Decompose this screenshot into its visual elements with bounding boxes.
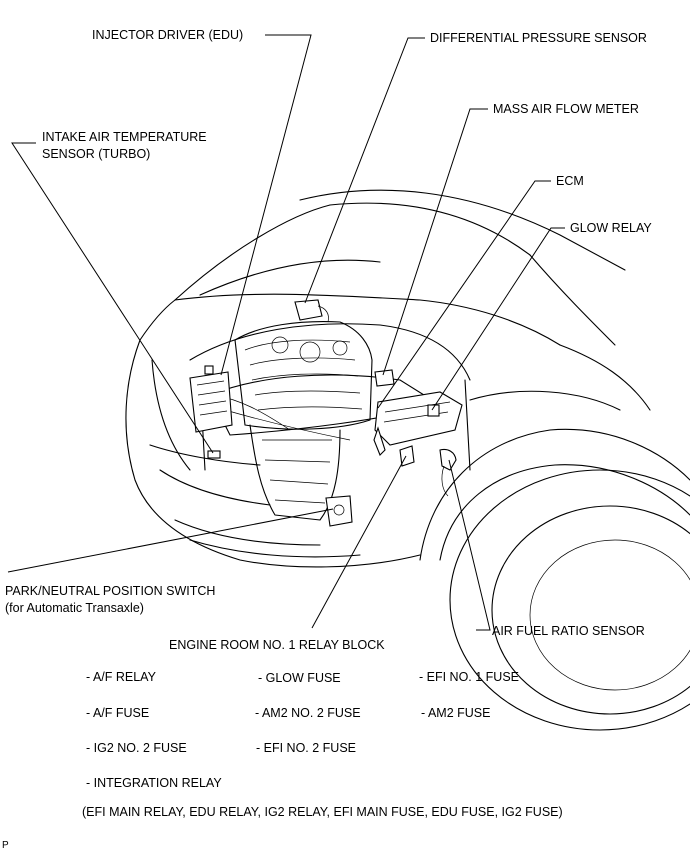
leader-intake-air-temp — [11, 142, 214, 454]
differential-pressure-sensor-component — [294, 299, 329, 323]
relay-item-am2-no2-fuse: - AM2 NO. 2 FUSE — [255, 706, 361, 720]
label-intake-air-temp-line1: INTAKE AIR TEMPERATURE — [42, 130, 207, 144]
relay-item-glow-fuse: - GLOW FUSE — [258, 671, 341, 685]
relay-item-ig2-no2-fuse: - IG2 NO. 2 FUSE — [86, 741, 187, 755]
label-park-neutral-line2: (for Automatic Transaxle) — [5, 601, 144, 615]
relay-item-af-fuse: - A/F FUSE — [86, 706, 150, 720]
leader-injector-driver — [220, 34, 312, 376]
relay-item-af-relay: - A/F RELAY — [86, 670, 156, 684]
integration-relay-detail: (EFI MAIN RELAY, EDU RELAY, IG2 RELAY, E… — [82, 805, 563, 819]
label-park-neutral-line1: PARK/NEUTRAL POSITION SWITCH — [5, 584, 216, 598]
park-neutral-switch-component — [325, 495, 353, 527]
leader-relay-block — [311, 455, 407, 629]
label-glow-relay: GLOW RELAY — [570, 221, 652, 235]
relay-item-integration-relay: - INTEGRATION RELAY — [86, 776, 222, 790]
glow-relay-component — [427, 404, 440, 417]
relay-item-efi-no2-fuse: - EFI NO. 2 FUSE — [256, 741, 357, 755]
air-fuel-ratio-sensor-component — [439, 448, 457, 497]
intake-air-temp-sensor-component — [207, 450, 221, 459]
mass-air-flow-meter-component — [374, 369, 395, 387]
leader-mass-air-flow — [382, 108, 488, 376]
label-engine-room-relay-block: ENGINE ROOM NO. 1 RELAY BLOCK — [169, 638, 385, 652]
label-intake-air-temp-line2: SENSOR (TURBO) — [42, 147, 151, 161]
leader-park-neutral — [7, 508, 334, 573]
label-differential-pressure-sensor: DIFFERENTIAL PRESSURE SENSOR — [430, 31, 647, 45]
label-injector-driver: INJECTOR DRIVER (EDU) — [92, 28, 244, 42]
ecm-component — [373, 391, 463, 456]
label-ecm: ECM — [556, 174, 584, 188]
engine-block — [214, 321, 373, 521]
leader-ecm — [377, 180, 551, 409]
leader-air-fuel-ratio — [448, 459, 491, 631]
leader-glow-relay — [431, 227, 565, 411]
leader-lines — [7, 34, 565, 631]
label-air-fuel-ratio-sensor: AIR FUEL RATIO SENSOR — [492, 624, 645, 638]
label-mass-air-flow-meter: MASS AIR FLOW METER — [493, 102, 639, 116]
injector-driver-component — [189, 365, 233, 433]
leader-differential-pressure — [304, 37, 425, 304]
car-body-outline — [125, 189, 690, 731]
figure-id: P — [2, 840, 9, 851]
relay-item-am2-fuse: - AM2 FUSE — [421, 706, 491, 720]
relay-item-efi-no1-fuse: - EFI NO. 1 FUSE — [419, 670, 520, 684]
